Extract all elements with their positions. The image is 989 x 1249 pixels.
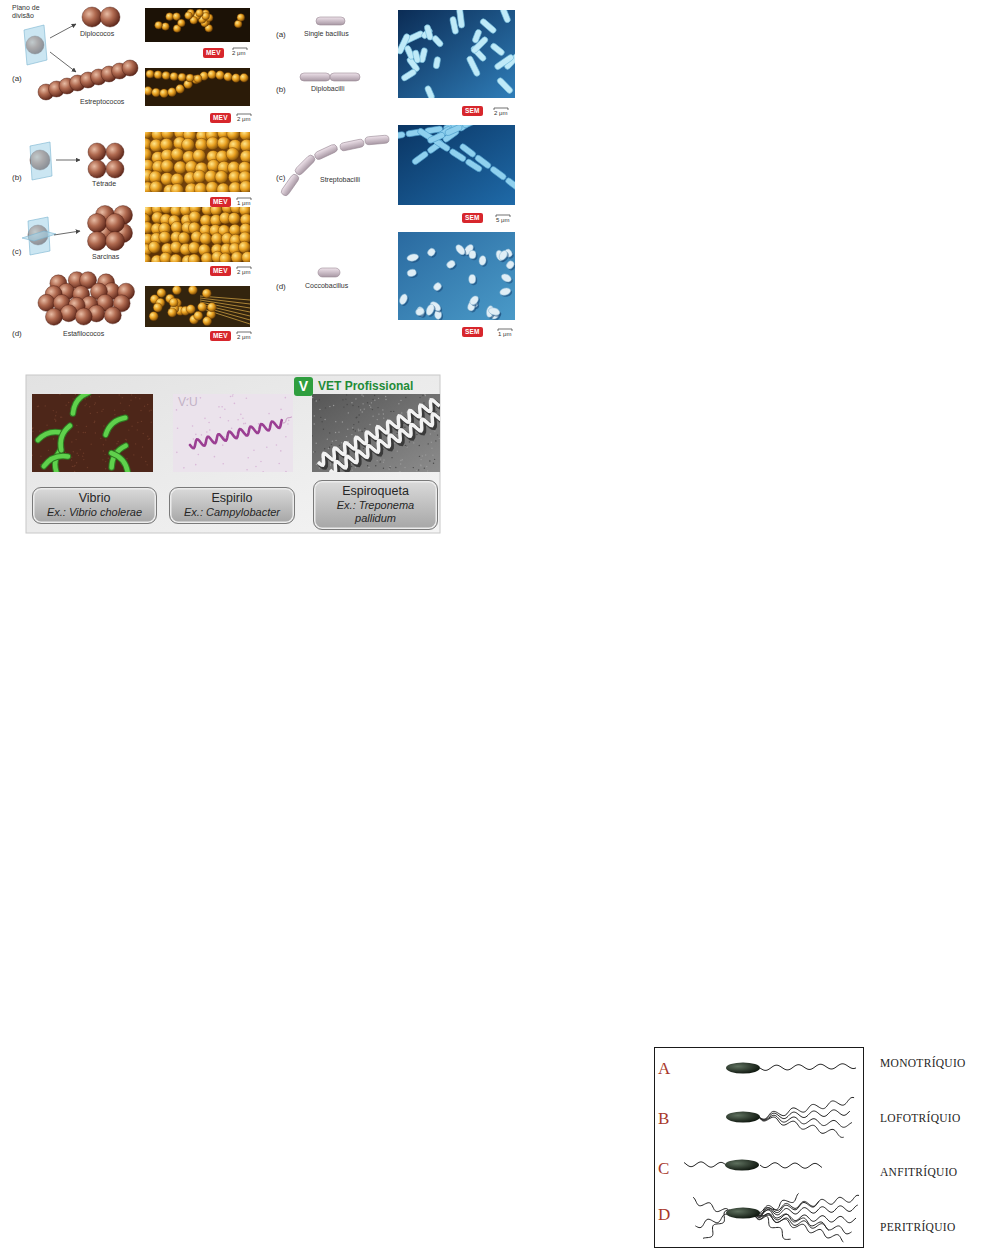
watermark: V:U [178,396,198,410]
micrograph [398,232,515,320]
figure-label: (d) [12,329,22,338]
micrograph [145,286,250,327]
flagella-type: LOFOTRÍQUIO [880,1112,961,1125]
micrograph [312,394,440,472]
figure-label: Single bacillus [304,30,349,38]
figure-label: 1 μm [498,331,511,338]
micrograph [145,132,250,192]
figure-label: 2 μm [237,334,250,341]
figure-label: Tétrade [92,180,116,188]
flagella-type: PERITRÍQUIO [880,1221,956,1234]
bacilli-figure [280,17,389,277]
figure-label: 5 μm [496,217,509,224]
logo-icon: V [294,377,313,396]
microscope-badge: MEV [210,197,231,207]
example-text: Ex.: Campylobacter [174,506,290,519]
figure-label: Sarcinas [92,253,119,261]
microscope-badge: SEM [462,106,483,116]
flagella-figure [684,1063,859,1243]
figure-label: 2 μm [494,110,507,117]
figure-label: 2 μm [237,269,250,276]
figure-label: (b) [276,85,286,94]
microscope-badge: MEV [210,266,231,276]
microscope-badge: MEV [203,48,224,58]
panel-letter: D [658,1206,670,1225]
badge-text: MEV [213,267,228,275]
badge-text: SEM [465,214,480,222]
figure-label: 2 μm [232,50,245,57]
example-text: Ex.: Vibrio cholerae [37,506,152,519]
figure-label: (d) [276,282,286,291]
caption-box: VibrioEx.: Vibrio cholerae [32,487,157,524]
brand-panel: VET Profissional V VibrioEx.: Vibrio chole… [26,375,440,533]
microscope-badge: SEM [462,327,483,337]
caption-box: EspiriloEx.: Campylobacter [169,487,295,524]
badge-text: SEM [465,328,480,336]
figure-label: (c) [276,173,285,182]
microscope-badge: SEM [462,213,483,223]
morphology-name: Espiroqueta [318,484,433,499]
figure-label: Estreptococos [80,98,124,106]
microscope-badge: MEV [210,113,231,123]
badge-text: SEM [465,107,480,115]
figure-label: Plano de divisão [12,4,48,20]
figure-label: Streptobacilli [320,176,360,184]
micrograph [173,394,293,472]
micrograph [145,8,250,42]
figure-label: (a) [12,74,22,83]
figure-label: Diplobacilli [311,85,344,93]
figure-label: Coccobacillus [305,282,348,290]
figure-label: 2 μm [237,116,250,123]
badge-text: MEV [213,114,228,122]
badge-text: MEV [206,49,221,57]
brand-name: VET Profissional [318,379,440,393]
caption-box: EspiroquetaEx.: Treponema pallidum [313,480,438,530]
example-text: Ex.: Treponema pallidum [318,499,433,525]
panel-letter: A [658,1060,670,1079]
micrograph [145,68,250,106]
micrograph [32,394,153,472]
flagella-type: ANFITRÍQUIO [880,1166,957,1179]
flagella-type: MONOTRÍQUIO [880,1057,966,1070]
figure-label: (c) [12,247,21,256]
badge-text: MEV [213,332,228,340]
figure-label: (b) [12,173,22,182]
figure-label: Estafilococos [63,330,104,338]
panel-letter: B [658,1110,669,1129]
morphology-name: Espirilo [174,491,290,506]
microscope-badge: MEV [210,331,231,341]
flagella-box: A B C D [654,1047,864,1248]
micrograph [398,10,515,98]
micrograph [398,125,515,205]
panel-letter: C [658,1160,669,1179]
micrograph [145,207,250,262]
figure-label: (a) [276,30,286,39]
logo-letter: V [294,377,313,396]
figure-label: 1 μm [237,200,250,207]
badge-text: MEV [213,198,228,206]
cocci-figure [22,7,138,325]
figure-label: Diplococos [80,30,114,38]
morphology-name: Vibrio [37,491,152,506]
